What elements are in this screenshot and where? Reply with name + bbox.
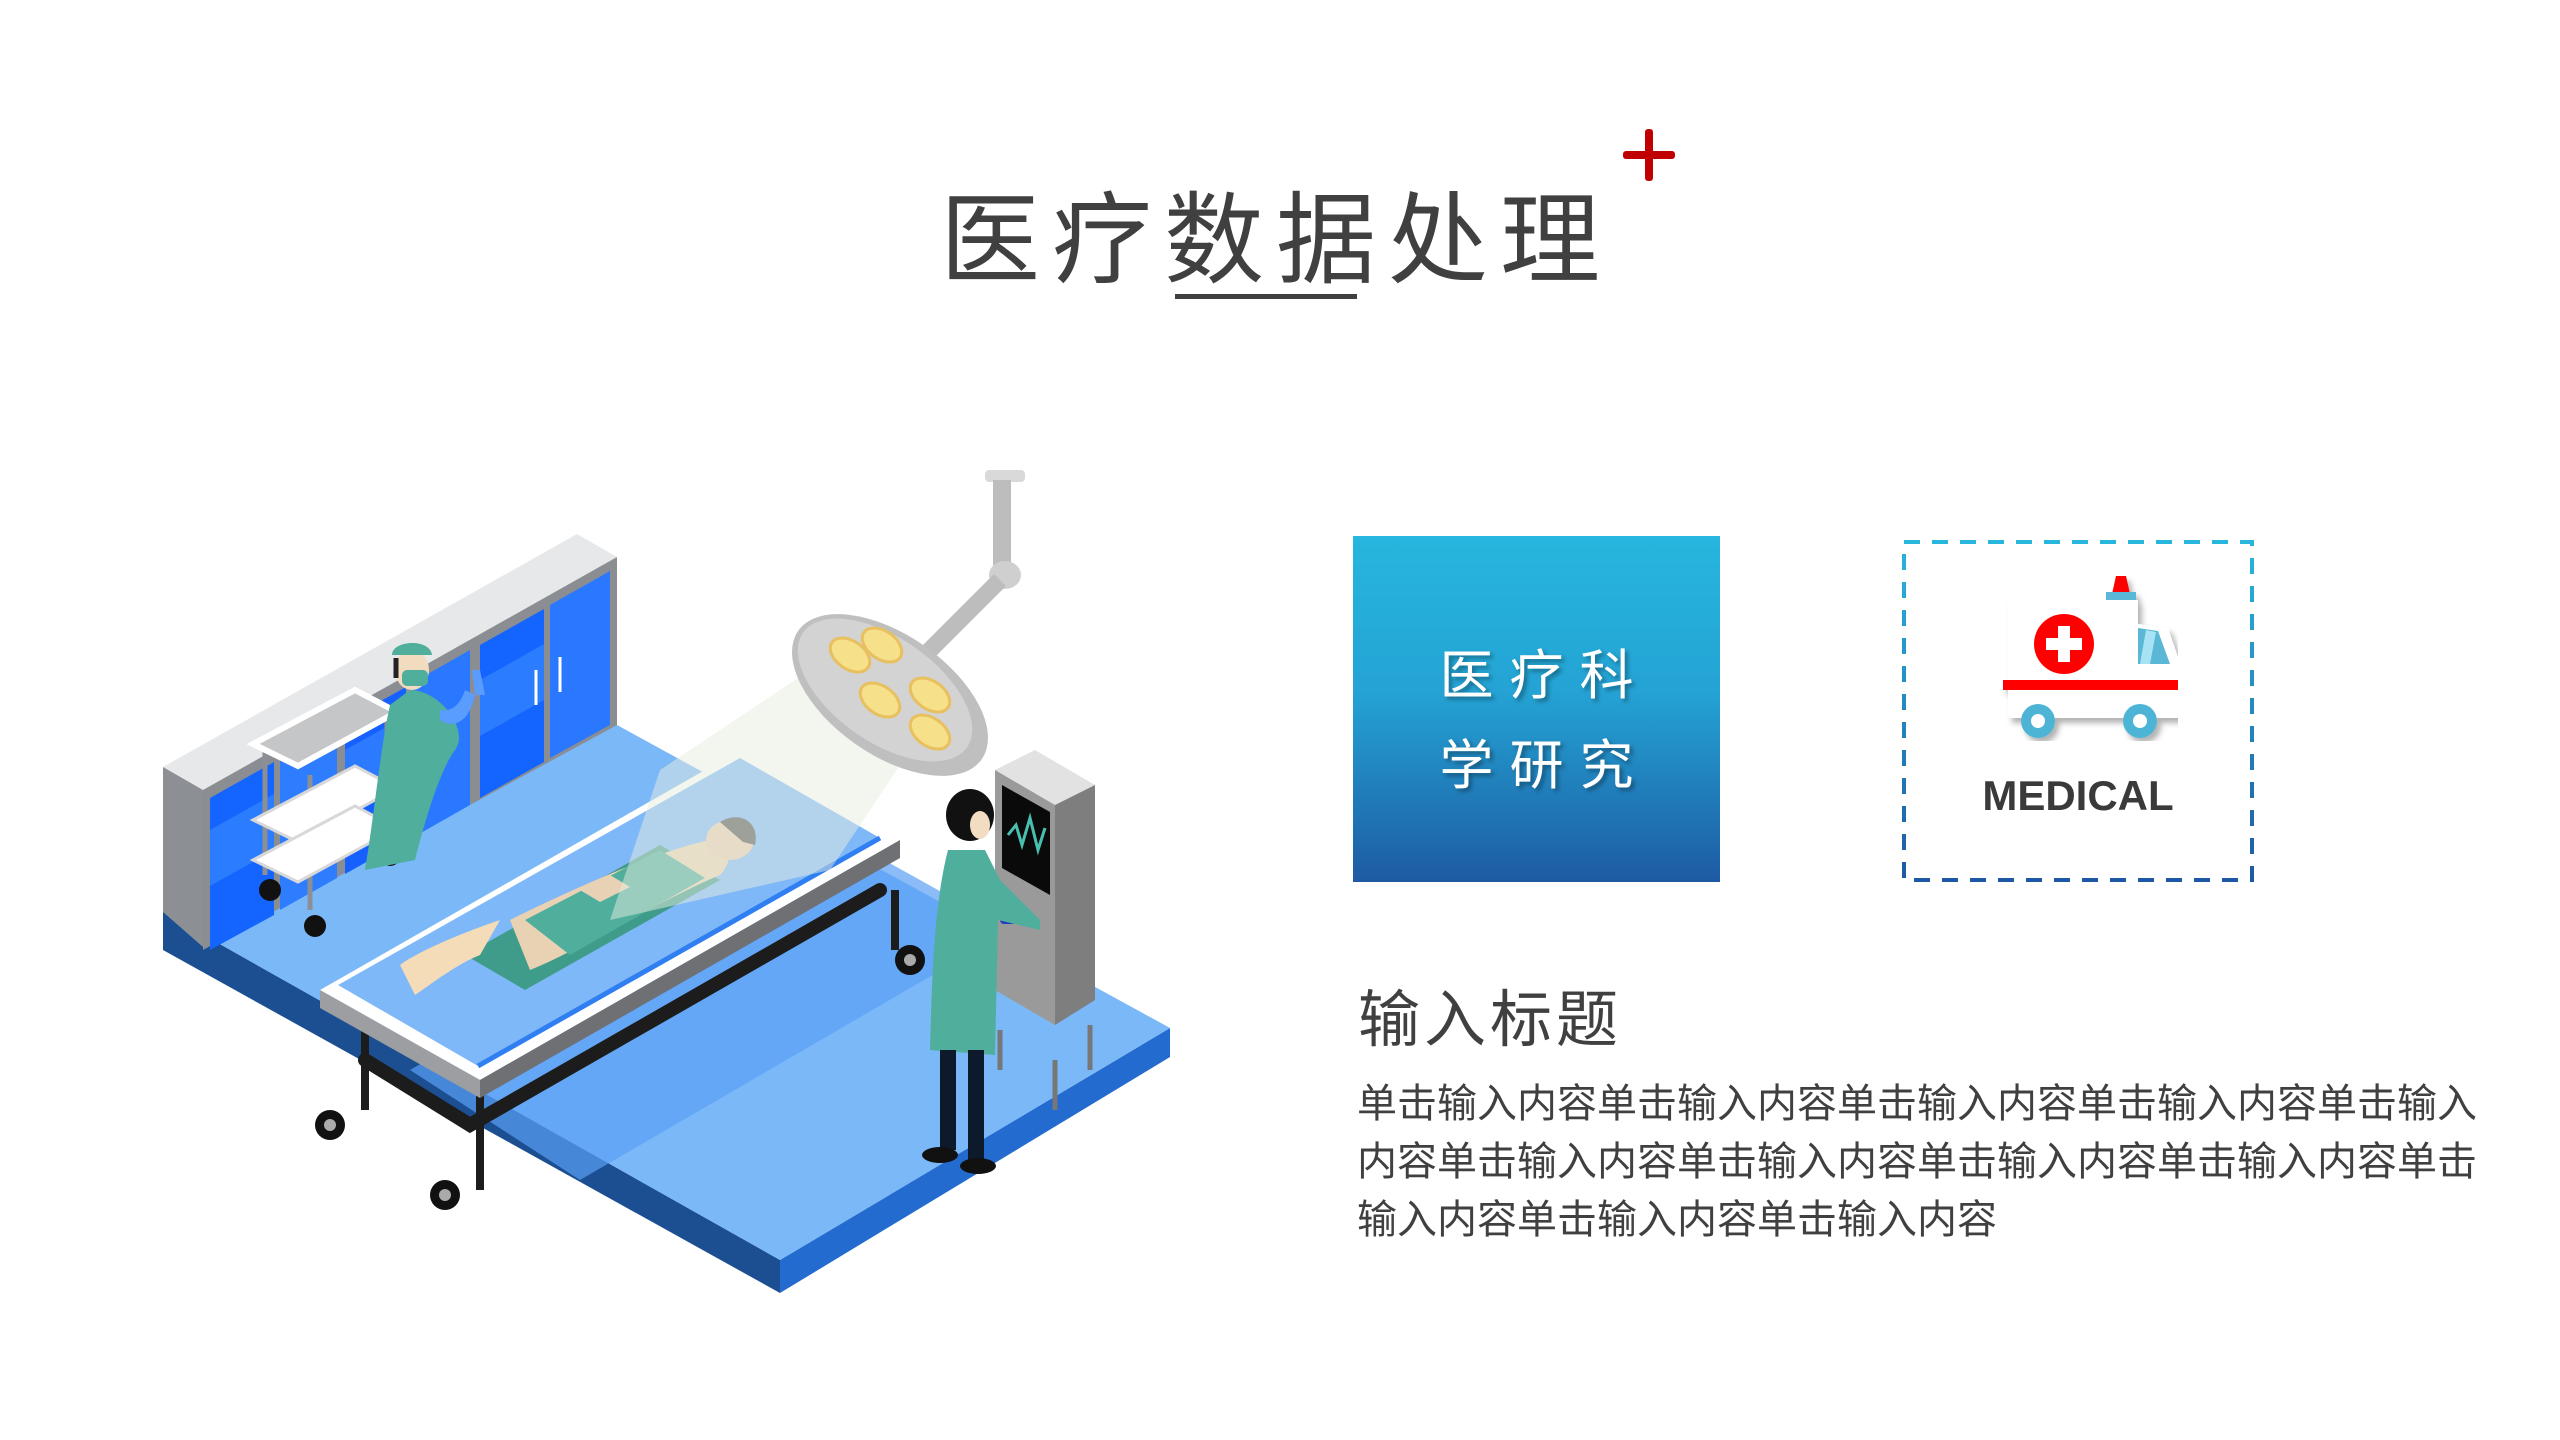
page-title: 医疗数据处理 [940,182,1612,299]
card-title-line-2: 学研究 [1439,734,1650,797]
ambulance-icon [2003,576,2178,738]
red-plus-icon [1623,129,1675,181]
card-title-line-1: 医疗科 [1439,644,1650,707]
light-beam [610,670,910,920]
surgeon [365,642,485,870]
medical-label: MEDICAL [1982,772,2174,819]
section-heading: 输入标题 [1358,983,1623,1056]
medical-research-card: 医疗科 学研究 [1353,536,1720,882]
nurse [922,789,1040,1174]
dashed-border [1902,540,2254,882]
monitor-station [980,750,1095,1110]
medical-icon-card: MEDICAL [1902,540,2254,882]
section-body-text: 单击输入内容单击输入内容单击输入内容单击输入内容单击输入内容单击输入内容单击输入… [1357,1081,2477,1243]
surgical-lamp [792,470,1025,776]
operating-room-illustration [163,470,1170,1293]
title-underline [1175,294,1357,299]
